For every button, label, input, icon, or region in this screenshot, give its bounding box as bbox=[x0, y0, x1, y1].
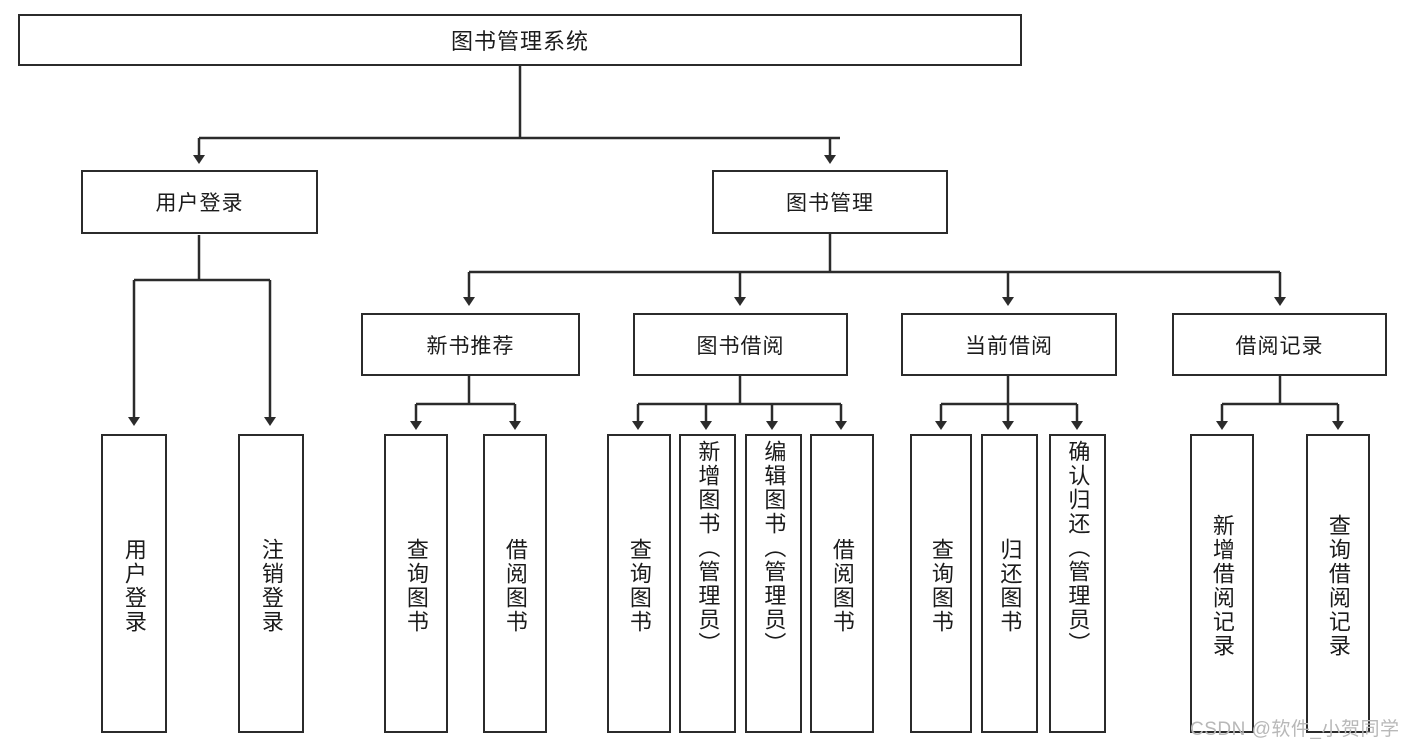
node-label: 注销登录 bbox=[258, 537, 284, 634]
node-label: 确认归还（管理员） bbox=[1065, 440, 1091, 656]
leaf-bookborrow-borrow-book[interactable]: 借阅图书 bbox=[810, 434, 874, 733]
node-book-borrow[interactable]: 图书借阅 bbox=[633, 313, 848, 376]
node-new-book-recommend[interactable]: 新书推荐 bbox=[361, 313, 580, 376]
node-label: 查询图书 bbox=[403, 537, 429, 634]
node-book-management[interactable]: 图书管理 bbox=[712, 170, 948, 234]
leaf-currentborrow-query-book[interactable]: 查询图书 bbox=[910, 434, 972, 733]
leaf-bookborrow-query-book[interactable]: 查询图书 bbox=[607, 434, 671, 733]
node-label: 借阅图书 bbox=[502, 537, 528, 634]
node-label: 当前借阅 bbox=[965, 334, 1053, 358]
node-user-login[interactable]: 用户登录 bbox=[81, 170, 318, 234]
node-label: 用户登录 bbox=[121, 537, 147, 634]
node-label: 新增借阅记录 bbox=[1209, 513, 1235, 658]
node-label: 用户登录 bbox=[155, 192, 244, 215]
node-label: 查询借阅记录 bbox=[1325, 513, 1351, 658]
node-label: 编辑图书（管理员） bbox=[761, 440, 787, 656]
node-label: 查询图书 bbox=[626, 537, 652, 634]
node-label: 图书借阅 bbox=[696, 334, 785, 358]
leaf-currentborrow-return-book[interactable]: 归还图书 bbox=[981, 434, 1038, 733]
leaf-user-login[interactable]: 用户登录 bbox=[101, 434, 167, 733]
leaf-borrowrecord-query-record[interactable]: 查询借阅记录 bbox=[1306, 434, 1370, 733]
node-root-book-management-system[interactable]: 图书管理系统 bbox=[18, 14, 1022, 66]
node-label: 新书推荐 bbox=[426, 334, 515, 358]
node-label: 图书管理系统 bbox=[450, 29, 589, 54]
leaf-bookborrow-edit-book-admin[interactable]: 编辑图书（管理员） bbox=[745, 434, 802, 733]
leaf-logout[interactable]: 注销登录 bbox=[238, 434, 304, 733]
node-borrow-record[interactable]: 借阅记录 bbox=[1172, 313, 1387, 376]
leaf-bookborrow-add-book-admin[interactable]: 新增图书（管理员） bbox=[679, 434, 736, 733]
node-label: 借阅记录 bbox=[1235, 334, 1324, 358]
node-label: 新增图书（管理员） bbox=[695, 440, 721, 656]
node-label: 归还图书 bbox=[997, 537, 1023, 634]
node-label: 查询图书 bbox=[928, 537, 954, 634]
leaf-currentborrow-confirm-return-admin[interactable]: 确认归还（管理员） bbox=[1049, 434, 1106, 733]
node-label: 借阅图书 bbox=[829, 537, 855, 634]
leaf-newbook-borrow-book[interactable]: 借阅图书 bbox=[483, 434, 547, 733]
leaf-borrowrecord-add-record[interactable]: 新增借阅记录 bbox=[1190, 434, 1254, 733]
node-label: 图书管理 bbox=[786, 192, 874, 215]
leaf-newbook-query-book[interactable]: 查询图书 bbox=[384, 434, 448, 733]
node-current-borrow[interactable]: 当前借阅 bbox=[901, 313, 1117, 376]
